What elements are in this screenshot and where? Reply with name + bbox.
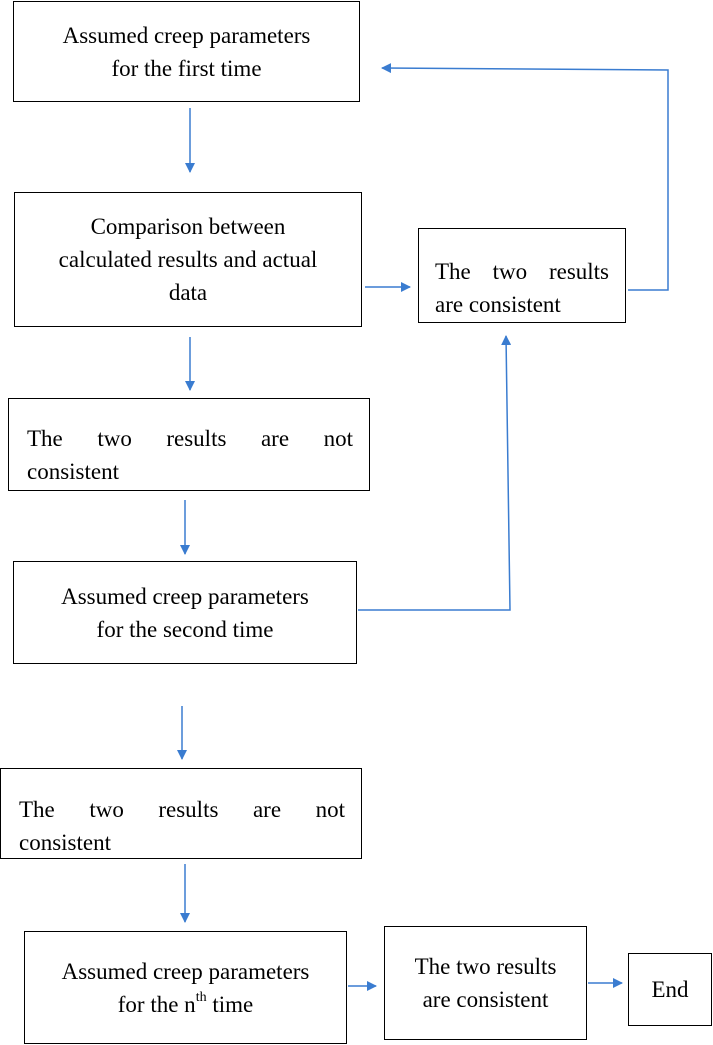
box-comparison-line1: Comparison between [90, 214, 286, 239]
arrow-second-to-consistent [358, 335, 512, 611]
box-nth-line2-pre: for the n [117, 991, 196, 1017]
box-consistent-bottom: The two results are consistent [384, 926, 587, 1040]
box-comparison-line2: calculated results and actual [58, 247, 318, 272]
box-end: End [628, 953, 712, 1026]
box-nth-line1: Assumed creep parameters [61, 958, 310, 984]
box-first-line2: for the first time [111, 55, 262, 81]
box-first-line1: Assumed creep parameters [62, 22, 311, 48]
box-nth-line2: for the nth time [62, 988, 310, 1021]
box-second-assumption: Assumed creep parameters for the second … [13, 561, 357, 664]
box-not-consistent-2-line1: The two results are not [19, 797, 345, 822]
box-second-line1: Assumed creep parameters [61, 583, 309, 609]
box-not-consistent-2-line2: consistent [19, 830, 111, 855]
box-comparison-line3: data [168, 280, 208, 305]
arrow-consistent-back-to-first [381, 63, 669, 291]
box-not-consistent-1-line2: consistent [27, 459, 119, 484]
box-comparison: Comparison between calculated results an… [14, 192, 362, 327]
box-first-assumption: Assumed creep parameters for the first t… [13, 1, 360, 102]
box-nth-assumption: Assumed creep parameters for the nth tim… [24, 931, 347, 1044]
box-consistent-bottom-line2: are consistent [422, 987, 549, 1012]
box-not-consistent-1-line1: The two results are not [27, 426, 353, 451]
box-end-label: End [651, 977, 689, 1002]
box-second-line2: for the second time [96, 616, 274, 642]
box-consistent-top-line1: The two results [435, 259, 609, 284]
box-not-consistent-2: The two results are not consistent [0, 768, 362, 859]
box-nth-line2-post: time [206, 991, 254, 1017]
box-consistent-top: The two results are consistent [418, 228, 626, 323]
box-consistent-bottom-line1: The two results [414, 954, 557, 979]
box-nth-superscript: th [195, 989, 207, 1005]
box-not-consistent-1: The two results are not consistent [8, 398, 370, 491]
box-consistent-top-line2: are consistent [435, 292, 561, 317]
